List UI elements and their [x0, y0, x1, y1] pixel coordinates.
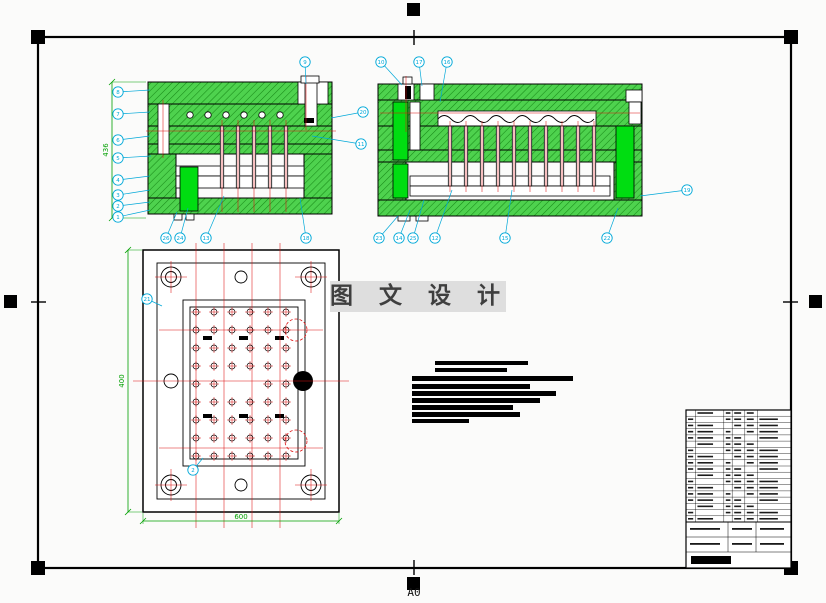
- callout-number: 8: [116, 90, 120, 96]
- note-line: [435, 361, 528, 365]
- dimension: 4 3 6: [102, 78, 146, 222]
- callout-balloon: 21: [141, 293, 163, 307]
- note-line: [412, 405, 513, 410]
- callout-balloon: 14: [393, 209, 411, 244]
- callout-number: 7: [116, 112, 120, 118]
- callout-balloon: 25: [407, 199, 425, 244]
- callout-number: 3: [116, 193, 120, 199]
- callout-balloon: 8: [112, 86, 151, 98]
- callout-number: 6: [116, 138, 120, 144]
- ejector-pin-grid: [191, 307, 291, 461]
- dimension-value: 600: [234, 513, 247, 521]
- callout-number: 14: [396, 236, 403, 242]
- note-line: [435, 368, 507, 372]
- sheet-frame: [31, 30, 798, 575]
- callout-number: 9: [303, 60, 307, 66]
- mold-plates-b: [377, 76, 643, 222]
- callout-number: 20: [360, 110, 367, 116]
- callout-balloon: 4: [112, 174, 151, 186]
- callout-balloon: 17: [413, 56, 425, 87]
- callout-number: 26: [163, 236, 170, 242]
- callout-balloon: 3: [112, 189, 151, 201]
- centerlines-b: [380, 76, 640, 192]
- centerlines-a: [146, 76, 336, 212]
- callout-balloon: 23: [373, 215, 399, 244]
- callout-balloon: 16: [439, 56, 453, 103]
- callout-number: 22: [604, 236, 611, 242]
- note-line: [412, 391, 556, 396]
- note-line: [412, 419, 469, 423]
- dimension-value: 400: [118, 374, 126, 387]
- callout-balloon: 13: [200, 195, 225, 244]
- callout-balloon: 11: [311, 135, 367, 150]
- plan-view: [133, 243, 349, 528]
- slot-cutouts: [203, 336, 284, 418]
- callout-balloon: 2: [112, 200, 151, 212]
- note-line: [412, 398, 540, 403]
- ejector-guide-block: [179, 166, 199, 212]
- callout-number: 1: [116, 215, 120, 221]
- technical-notes-redacted: [412, 361, 573, 423]
- registration-marks: [4, 3, 822, 590]
- callout-number: 13: [203, 236, 210, 242]
- callout-number: 23: [376, 236, 383, 242]
- note-line: [412, 384, 530, 389]
- callout-number: 18: [303, 236, 310, 242]
- guide-pillar: [157, 103, 170, 155]
- callout-number: 11: [358, 142, 365, 148]
- watermark: 图 文 设 计: [330, 281, 506, 312]
- callout-balloon: 20: [330, 106, 369, 119]
- callout-balloon: 18: [299, 197, 312, 244]
- callout-number: 12: [432, 236, 439, 242]
- section-view-b: [377, 76, 643, 222]
- callout-number: 15: [502, 236, 509, 242]
- callout-number: 16: [444, 60, 451, 66]
- title-block-logo: [691, 556, 731, 564]
- callout-balloon: 22: [601, 207, 619, 244]
- callout-balloon: 24: [174, 207, 189, 244]
- callout-balloon: 5: [112, 152, 152, 164]
- sheet-format-label: A0: [407, 586, 421, 599]
- callout-balloon: 9: [299, 56, 311, 85]
- callout-balloon: 19: [639, 184, 693, 197]
- callout-balloon: 7: [112, 108, 151, 120]
- title-block: [685, 409, 792, 569]
- dimension-value: 436: [102, 143, 110, 157]
- dimension: 600: [139, 513, 343, 525]
- callout-number: 17: [416, 60, 423, 66]
- callout-number: 4: [116, 178, 120, 184]
- callout-number: 2: [116, 204, 120, 210]
- note-line: [412, 376, 573, 381]
- cooling-holes-a: [186, 111, 284, 119]
- note-line: [412, 412, 520, 417]
- callout-balloon: 1: [112, 209, 151, 223]
- callout-number: 2: [191, 468, 195, 474]
- parting-line-wave: [437, 115, 595, 123]
- callout-balloon: 6: [112, 134, 151, 146]
- callout-number: 5: [116, 156, 120, 162]
- callout-number: 19: [684, 188, 691, 194]
- callout-number: 24: [177, 236, 184, 242]
- callout-number: 25: [410, 236, 417, 242]
- callout-balloon: 10: [375, 56, 403, 86]
- dimension: 400: [118, 246, 142, 516]
- callout-balloon: 26: [160, 211, 178, 244]
- section-view-a: [146, 75, 336, 221]
- callout-balloon: 15: [499, 189, 513, 244]
- callout-number: 21: [144, 297, 151, 303]
- callout-balloon: 12: [429, 189, 453, 244]
- callout-number: 10: [378, 60, 385, 66]
- callout-balloon: 2: [187, 457, 204, 476]
